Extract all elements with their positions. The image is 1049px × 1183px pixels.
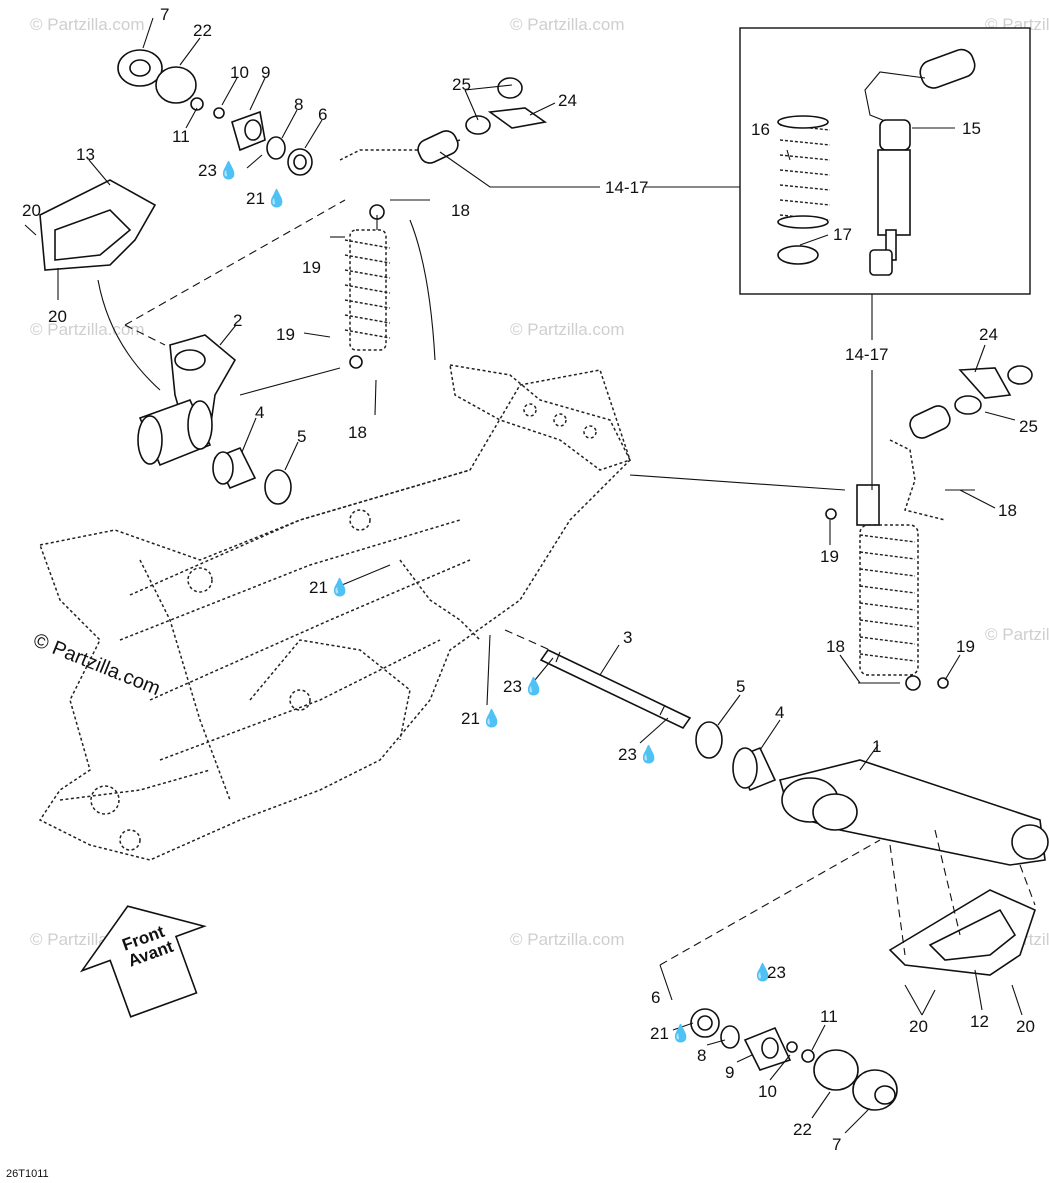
callout-2: 2 xyxy=(233,311,242,330)
callout-6: 6 xyxy=(318,105,327,124)
callout-10: 10 xyxy=(758,1082,777,1101)
grease-icon: 💧 xyxy=(329,577,350,597)
shock-right xyxy=(825,405,975,691)
callout-18: 18 xyxy=(998,501,1017,520)
snap-ring-right-part xyxy=(695,721,723,759)
callout-20: 20 xyxy=(909,1017,928,1036)
watermark: © Partzilla.com xyxy=(30,15,145,34)
leader-lines xyxy=(88,17,1036,1134)
pivot-bracket-group xyxy=(137,334,292,505)
callout-19: 19 xyxy=(820,547,839,566)
callout-21: 21 xyxy=(461,709,480,728)
seal-part xyxy=(266,136,286,160)
callout-4: 4 xyxy=(775,703,784,722)
callout-3: 3 xyxy=(623,628,632,647)
snap-ring-part xyxy=(264,469,292,505)
nut-part xyxy=(190,97,204,111)
callout-14-17: 14-17 xyxy=(845,345,888,364)
drawing-code: 26T1011 xyxy=(6,1168,49,1180)
skid-guard-13 xyxy=(24,179,157,300)
callout-5: 5 xyxy=(736,677,745,696)
callout-4: 4 xyxy=(255,403,264,422)
callout-20: 20 xyxy=(22,201,41,220)
callout-19: 19 xyxy=(302,258,321,277)
swing-arm-1 xyxy=(779,759,1049,866)
callout-8: 8 xyxy=(697,1046,706,1065)
clamp-ring-part xyxy=(155,66,197,104)
callout-7: 7 xyxy=(832,1135,841,1154)
callout-23: 23 xyxy=(503,677,522,696)
callout-13: 13 xyxy=(76,145,95,164)
right-bearing-group xyxy=(695,721,777,792)
top-clamps xyxy=(465,77,548,135)
grease-icon: 💧 xyxy=(266,188,287,208)
callout-12: 12 xyxy=(970,1012,989,1031)
shock-detail-box xyxy=(739,27,1031,295)
grease-icon: 💧 xyxy=(481,708,502,728)
grease-icon: 💧 xyxy=(638,744,659,764)
callout-6: 6 xyxy=(651,988,660,1007)
callout-11: 11 xyxy=(820,1007,838,1026)
watermark: © Partzilla.com xyxy=(985,625,1049,644)
washer-part xyxy=(213,107,225,119)
callout-15: 15 xyxy=(962,119,981,138)
callout-20: 20 xyxy=(48,307,67,326)
skid-guard-12 xyxy=(888,889,1036,976)
front-arrow: Front Avant xyxy=(79,905,207,1018)
callout-8: 8 xyxy=(294,95,303,114)
callout-7: 7 xyxy=(160,5,169,24)
callout-20: 20 xyxy=(1016,1017,1035,1036)
callout-18: 18 xyxy=(451,201,470,220)
callout-10: 10 xyxy=(230,63,249,82)
callout-19: 19 xyxy=(276,325,295,344)
callout-21: 21 xyxy=(650,1024,669,1043)
callout-22: 22 xyxy=(193,21,212,40)
callout-18: 18 xyxy=(826,637,845,656)
axle-shaft-3 xyxy=(539,648,692,730)
callout-17: 17 xyxy=(833,225,852,244)
callout-25: 25 xyxy=(452,75,471,94)
callout-1: 1 xyxy=(872,737,881,756)
grease-icon: 💧 xyxy=(752,962,773,982)
callout-labels: 7 22 10 9 11 8 6 23 💧 21 💧 13 20 20 25 2… xyxy=(6,5,1038,1180)
callout-25: 25 xyxy=(1019,417,1038,436)
grease-icon: 💧 xyxy=(670,1023,691,1043)
vehicle-frame xyxy=(38,364,632,861)
callout-14-17: 14-17 xyxy=(605,178,648,197)
top-hub-assembly xyxy=(117,49,313,176)
bottom-hub-assembly xyxy=(690,1008,898,1111)
callout-16: 16 xyxy=(751,120,770,139)
callout-18: 18 xyxy=(348,423,367,442)
callout-21: 21 xyxy=(309,578,328,597)
watermark: © Partzilla.com xyxy=(510,320,625,339)
callout-23: 23 xyxy=(198,161,217,180)
callout-22: 22 xyxy=(793,1120,812,1139)
callout-5: 5 xyxy=(297,427,306,446)
grease-icon: 💧 xyxy=(218,160,239,180)
callout-21: 21 xyxy=(246,189,265,208)
grease-icon: 💧 xyxy=(523,676,544,696)
callout-9: 9 xyxy=(725,1063,734,1082)
watermark: © Partzilla.com xyxy=(510,15,625,34)
callout-9: 9 xyxy=(261,63,270,82)
watermark: © Partzilla.com xyxy=(510,930,625,949)
callout-23: 23 xyxy=(767,963,786,982)
callout-11: 11 xyxy=(172,127,190,146)
watermark-main: © Partzilla.com xyxy=(30,629,163,700)
callout-19: 19 xyxy=(956,637,975,656)
callout-24: 24 xyxy=(558,91,577,110)
right-clamps xyxy=(954,365,1033,415)
callout-23: 23 xyxy=(618,745,637,764)
callout-24: 24 xyxy=(979,325,998,344)
shock-left xyxy=(339,130,461,369)
